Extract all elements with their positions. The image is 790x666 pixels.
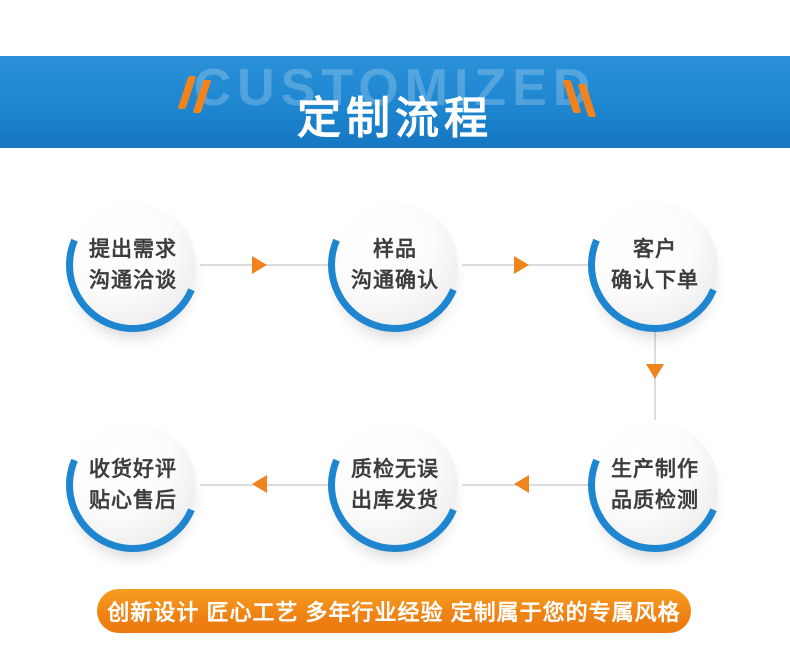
slogan-banner: 创新设计 匠心工艺 多年行业经验 定制属于您的专属风格	[97, 589, 691, 633]
arrow-down-icon	[646, 364, 664, 379]
step-2-label: 样品 沟通确认	[351, 234, 439, 296]
section-title: 定制流程	[297, 94, 493, 143]
step-4-circle: 生产制作 品质检测	[567, 397, 743, 573]
step-6-circle: 收货好评 贴心售后	[45, 397, 221, 573]
step-2-line-1: 样品	[373, 238, 417, 261]
step-4-label: 生产制作 品质检测	[611, 454, 699, 516]
step-5-circle: 质检无误 出库发货	[307, 397, 483, 573]
step-5-label: 质检无误 出库发货	[351, 454, 439, 516]
step-3-line-2: 确认下单	[611, 269, 699, 292]
arrow-right-icon	[252, 256, 267, 274]
step-2-circle: 样品 沟通确认	[307, 177, 483, 353]
step-3-line-1: 客户	[633, 238, 677, 261]
arrow-right-icon	[514, 256, 529, 274]
step-1-line-1: 提出需求	[89, 238, 177, 261]
step-1-circle: 提出需求 沟通洽谈	[45, 177, 221, 353]
step-2-line-2: 沟通确认	[351, 269, 439, 292]
step-6-line-1: 收货好评	[89, 458, 177, 481]
banner: CUSTOMIZED 定制流程	[0, 56, 790, 148]
slogan-text: 创新设计 匠心工艺 多年行业经验 定制属于您的专属风格	[107, 600, 681, 625]
step-3-label: 客户 确认下单	[611, 234, 699, 296]
step-3-circle: 客户 确认下单	[567, 177, 743, 353]
step-4-line-2: 品质检测	[611, 489, 699, 512]
step-5-line-1: 质检无误	[351, 458, 439, 481]
step-4-line-1: 生产制作	[611, 458, 699, 481]
step-1-label: 提出需求 沟通洽谈	[89, 234, 177, 296]
arrow-left-icon	[252, 475, 267, 493]
step-5-line-2: 出库发货	[351, 489, 439, 512]
step-6-line-2: 贴心售后	[89, 489, 177, 512]
step-6-label: 收货好评 贴心售后	[89, 454, 177, 516]
banner-watermark: CUSTOMIZED	[193, 59, 597, 117]
step-1-line-2: 沟通洽谈	[89, 269, 177, 292]
arrow-left-icon	[514, 475, 529, 493]
